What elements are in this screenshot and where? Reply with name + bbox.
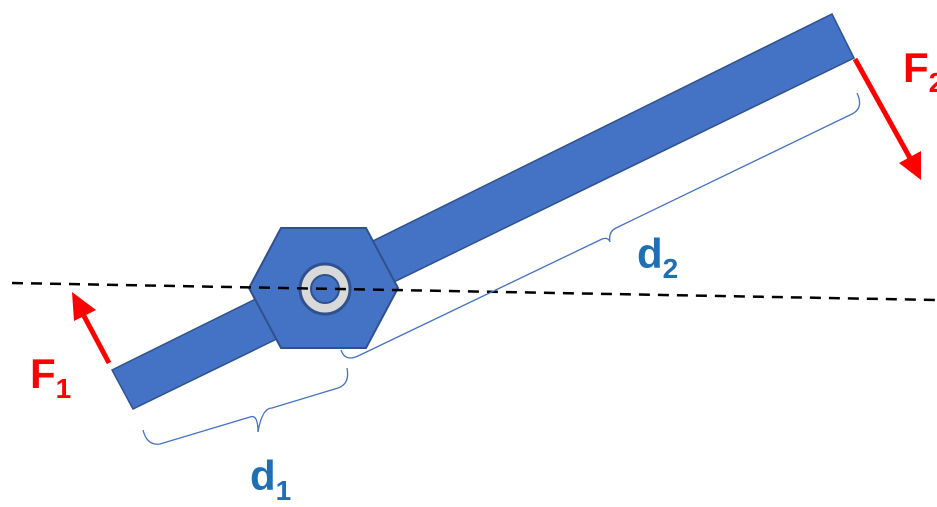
force-label-f1: F1: [30, 350, 71, 404]
force-arrow-f2-shaft: [852, 57, 913, 160]
force-label-f2: F2: [903, 44, 937, 98]
distance-brace-d2: [340, 92, 861, 359]
distance-brace-d1: [142, 367, 349, 445]
force-arrow-f1-head: [72, 292, 96, 321]
dashed-reference-line: [11, 281, 937, 302]
lever-bar: [110, 12, 856, 410]
distance-label-d1: d1: [250, 452, 291, 506]
force-arrow-f2-head: [899, 151, 921, 180]
force-arrow-f1-shaft: [81, 314, 112, 365]
distance-label-d2: d2: [637, 230, 678, 284]
